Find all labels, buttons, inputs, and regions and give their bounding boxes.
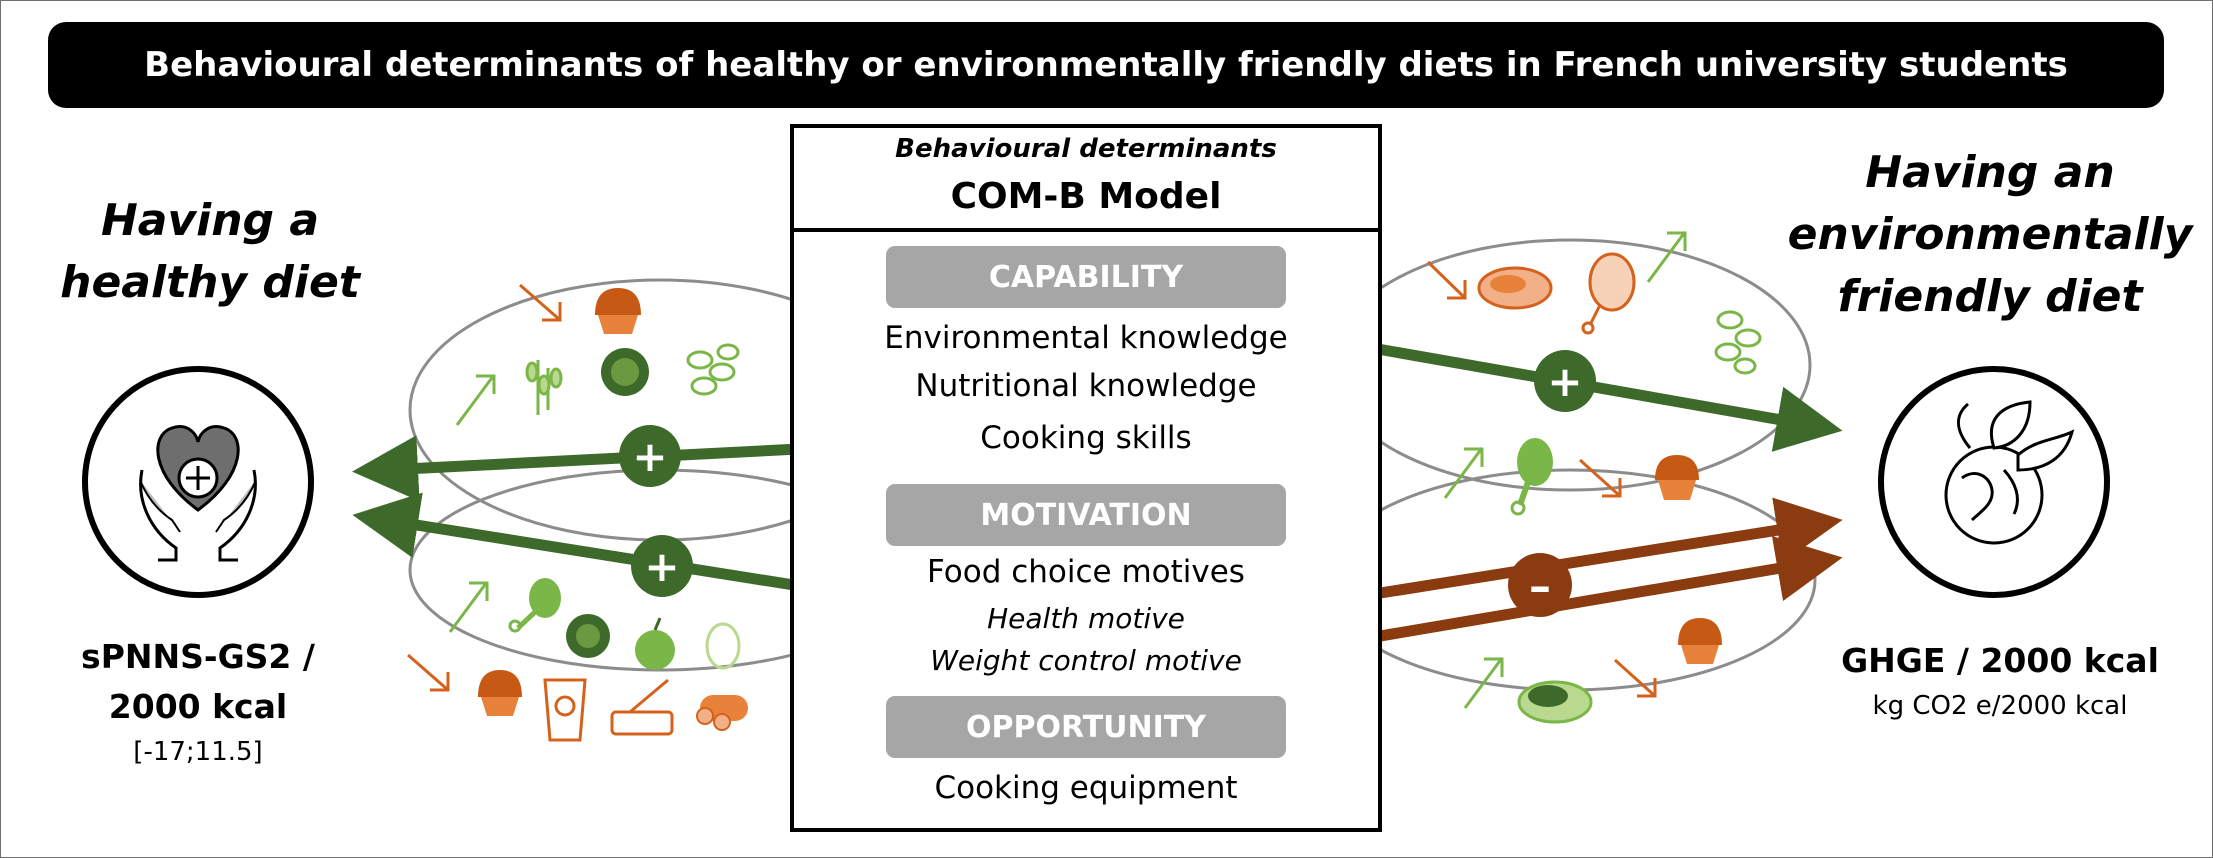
ready-meal-icon (610, 678, 674, 736)
chicken-leg-icon (508, 578, 561, 633)
right-heading-line1: Having an (1865, 147, 2115, 198)
svg-text:–: – (1529, 561, 1551, 612)
chips-bag-icon (543, 678, 587, 742)
com-b-model-box: Behavioural determinants COM-B Model CAP… (790, 124, 1382, 832)
motivation-item-food-choice-motives: Food choice motives (927, 554, 1245, 590)
capability-item-nutritional-knowledge: Nutritional knowledge (915, 368, 1257, 404)
heart-in-hands-icon (82, 366, 314, 598)
positive-association-badge: + (619, 425, 681, 487)
right-heading-line2: environmentally (1787, 209, 2193, 260)
muffin-icon (1678, 618, 1722, 664)
ham-icon (1581, 252, 1636, 335)
svg-text:+: + (1547, 357, 1582, 406)
increase-arrow-icon (448, 231, 1687, 709)
opportunity-pill: OPPORTUNITY (886, 696, 1286, 758)
muffin-icon (1655, 455, 1699, 500)
opportunity-item-cooking-equipment: Cooking equipment (934, 770, 1238, 806)
left-metric: sPNNS-GS2 / 2000 kcal [-17;11.5] (48, 632, 348, 772)
svg-text:+: + (644, 542, 679, 591)
motivation-pill: MOTIVATION (886, 484, 1286, 546)
muffin-icon (478, 670, 522, 716)
steak-icon (1517, 680, 1593, 724)
left-heading-line2: healthy diet (60, 257, 360, 308)
capability-label: CAPABILITY (988, 259, 1184, 295)
muffin-icon (595, 288, 641, 334)
left-metric-line1: sPNNS-GS2 / (81, 637, 315, 676)
title-banner: Behavioural determinants of healthy or e… (48, 22, 2164, 108)
com-b-subtitle: Behavioural determinants (895, 134, 1277, 164)
capability-item-cooking-skills: Cooking skills (980, 420, 1192, 456)
cabbage-icon (566, 614, 610, 658)
wheat-icon (525, 360, 563, 415)
left-metric-range: [-17;11.5] (133, 737, 263, 767)
apple-icon (635, 617, 675, 670)
title-text: Behavioural determinants of healthy or e… (144, 45, 2068, 85)
negative-association-badge: – (1508, 553, 1572, 617)
steak-icon (1477, 266, 1553, 310)
svg-text:+: + (632, 432, 667, 481)
positive-association-badge: + (1534, 350, 1596, 412)
right-metric-line2: kg CO2 e/2000 kcal (1872, 691, 2128, 721)
legumes-icon (686, 343, 740, 396)
com-b-title: COM-B Model (950, 176, 1222, 217)
capability-item-environmental-knowledge: Environmental knowledge (884, 320, 1288, 356)
motivation-item-weight-control-motive: Weight control motive (930, 644, 1242, 677)
left-heading-line1: Having a (100, 195, 320, 246)
right-heading: Having an environmentally friendly diet (1780, 142, 2200, 328)
left-heading: Having a healthy diet (55, 190, 365, 314)
opportunity-label: OPPORTUNITY (965, 709, 1206, 745)
decrease-arrow-icon (407, 260, 1657, 698)
right-heading-line3: friendly diet (1837, 271, 2143, 322)
cabbage-icon (601, 348, 649, 396)
com-b-header: Behavioural determinants COM-B Model (794, 128, 1378, 232)
legumes-icon (1714, 310, 1762, 375)
motivation-item-health-motive: Health motive (987, 602, 1185, 635)
right-metric-line1: GHGE / 2000 kcal (1841, 641, 2159, 680)
motivation-label: MOTIVATION (980, 497, 1192, 533)
capability-pill: CAPABILITY (886, 246, 1286, 308)
sausage-icon (696, 695, 748, 731)
egg-icon (705, 622, 741, 670)
globe-with-leaves-icon (1878, 366, 2110, 598)
left-metric-line2: 2000 kcal (108, 687, 288, 726)
right-metric: GHGE / 2000 kcal kg CO2 e/2000 kcal (1815, 636, 2185, 726)
chicken-leg-icon (1510, 438, 1553, 516)
positive-association-badge: + (631, 535, 693, 597)
